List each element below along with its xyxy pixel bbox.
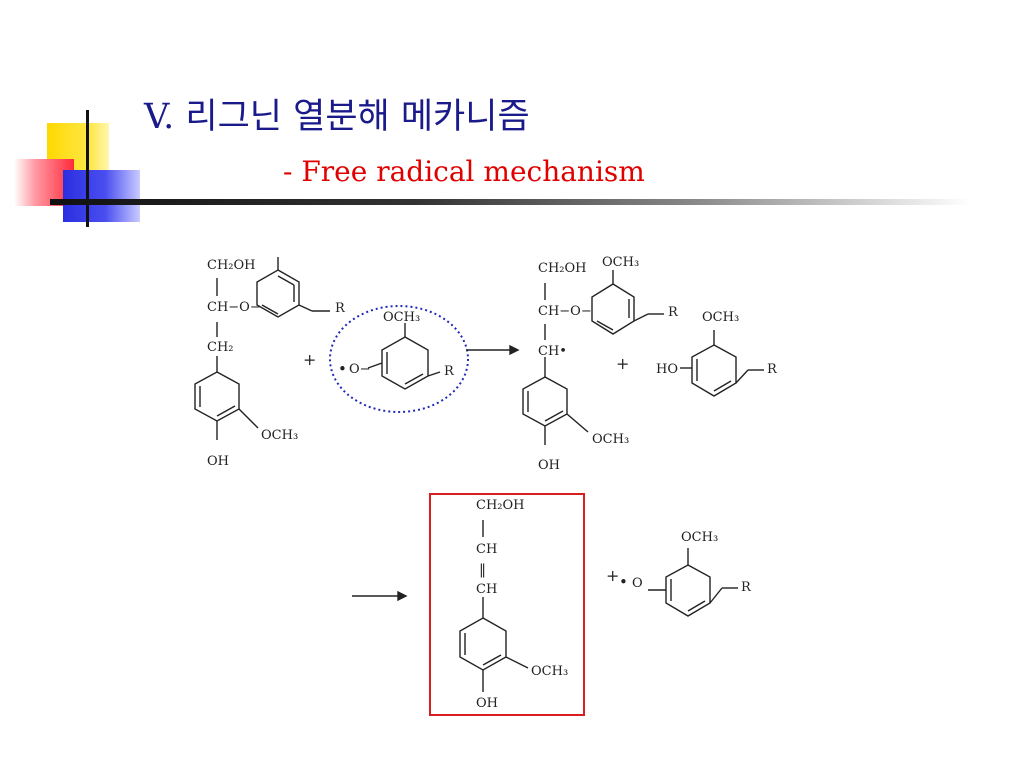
label-ch2oh: CH₂OH xyxy=(476,498,525,513)
label-och3: OCH₃ xyxy=(592,432,629,447)
label-oxygen: O− xyxy=(349,362,371,377)
double-bond: ‖ xyxy=(479,562,486,578)
slide-title: V. 리그닌 열분해 메카니즘 xyxy=(144,97,530,137)
label-och3: OCH₃ xyxy=(261,428,298,443)
decor-blue-square xyxy=(63,170,140,222)
reactant-lignin-unit xyxy=(194,257,330,440)
product-radical-unit xyxy=(522,270,664,445)
label-r: R xyxy=(767,362,778,377)
label-ho: HO xyxy=(656,362,678,377)
product-phenoxy xyxy=(648,548,738,617)
decor-vertical-line xyxy=(86,110,89,227)
label-r: R xyxy=(444,364,455,379)
radical-dot: • xyxy=(619,573,628,591)
reaction-arrow-1 xyxy=(466,344,520,356)
reaction-arrow-2 xyxy=(352,590,408,602)
label-och3: OCH₃ xyxy=(702,310,739,325)
label-ch2oh: CH₂OH xyxy=(538,261,587,276)
label-oh: OH xyxy=(207,454,229,469)
plus-sign: + xyxy=(606,566,619,585)
label-r: R xyxy=(668,305,679,320)
plus-sign: + xyxy=(616,354,629,373)
highlight-circle xyxy=(329,305,469,413)
label-och3: OCH₃ xyxy=(531,664,568,679)
label-r: R xyxy=(335,301,346,316)
label-ch-ether: CH−O− xyxy=(538,304,592,319)
product-coniferyl xyxy=(459,520,529,692)
label-oxygen: O xyxy=(632,576,643,591)
label-ch2oh: CH₂OH xyxy=(207,258,256,273)
plus-sign: + xyxy=(303,350,316,369)
label-ch2: CH₂ xyxy=(207,340,234,355)
decor-horizontal-rule xyxy=(50,199,970,205)
label-oh: OH xyxy=(476,696,498,711)
label-och3: OCH₃ xyxy=(602,255,639,270)
radical-dot: • xyxy=(338,360,347,378)
label-och3: OCH₃ xyxy=(681,530,718,545)
slide-subtitle: - Free radical mechanism xyxy=(283,155,645,188)
label-ch-ether: CH−O− xyxy=(207,300,261,315)
highlight-box xyxy=(429,493,585,716)
label-ch-radical: CH• xyxy=(538,344,567,359)
product-phenol xyxy=(680,330,764,397)
label-oh: OH xyxy=(538,458,560,473)
label-r: R xyxy=(741,580,752,595)
label-och3: OCH₃ xyxy=(383,310,420,325)
label-ch: CH xyxy=(476,542,497,557)
reactant-phenoxy-radical xyxy=(367,323,441,390)
label-ch: CH xyxy=(476,582,497,597)
